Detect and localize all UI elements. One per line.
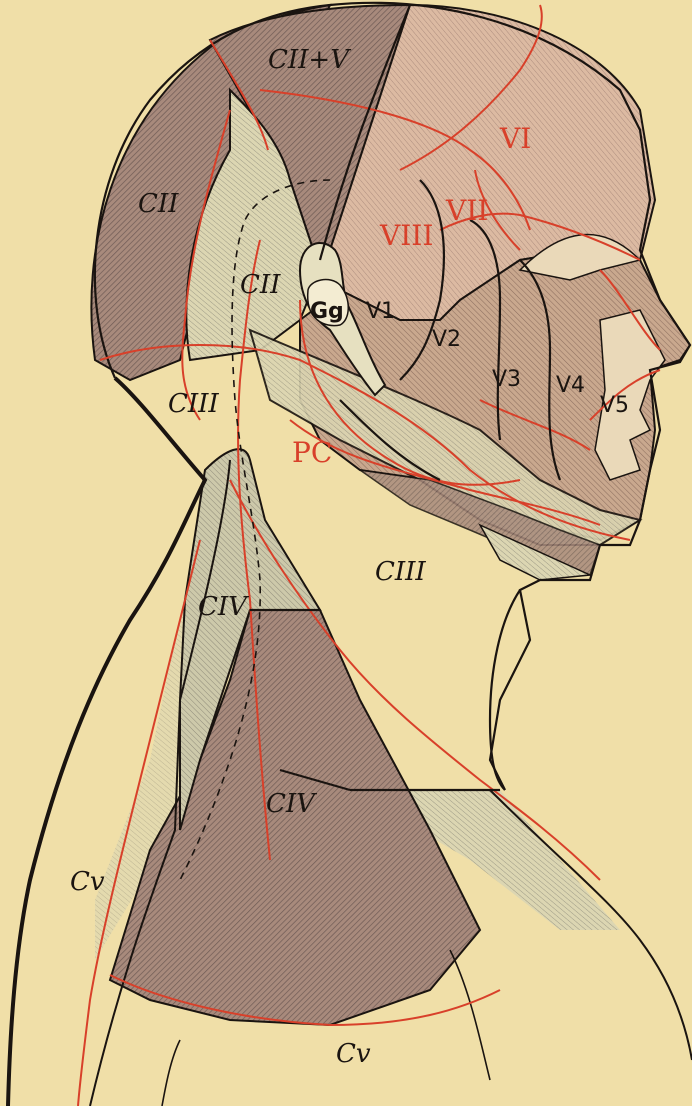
label-v3-red: VIII	[379, 219, 433, 252]
label-gg: Gg	[310, 299, 344, 324]
label-v1-black: V1	[366, 299, 395, 324]
label-v1-red: VI	[499, 122, 531, 155]
label-c5-left: Cv	[70, 867, 105, 897]
label-c3-neck-back: CIII	[168, 389, 219, 419]
label-v5-black: V5	[600, 393, 629, 418]
chest-outline	[450, 950, 490, 1080]
label-c2-ear: CII	[240, 270, 281, 300]
label-v2-red: VII	[445, 194, 488, 227]
label-c3-neck-front: CIII	[375, 557, 426, 587]
label-pc: PC	[292, 436, 332, 469]
label-v4-black: V4	[556, 373, 585, 398]
arm-outline	[162, 1040, 180, 1106]
label-c5-bottom: Cv	[336, 1039, 371, 1069]
label-v3-black: V3	[492, 367, 521, 392]
label-c2-v: CII+V	[268, 45, 351, 75]
label-c4-upper: CIV	[198, 592, 249, 622]
label-c4-lower: CIV	[266, 789, 317, 819]
label-c2-back: CII	[138, 189, 179, 219]
label-v2-black: V2	[432, 327, 461, 352]
